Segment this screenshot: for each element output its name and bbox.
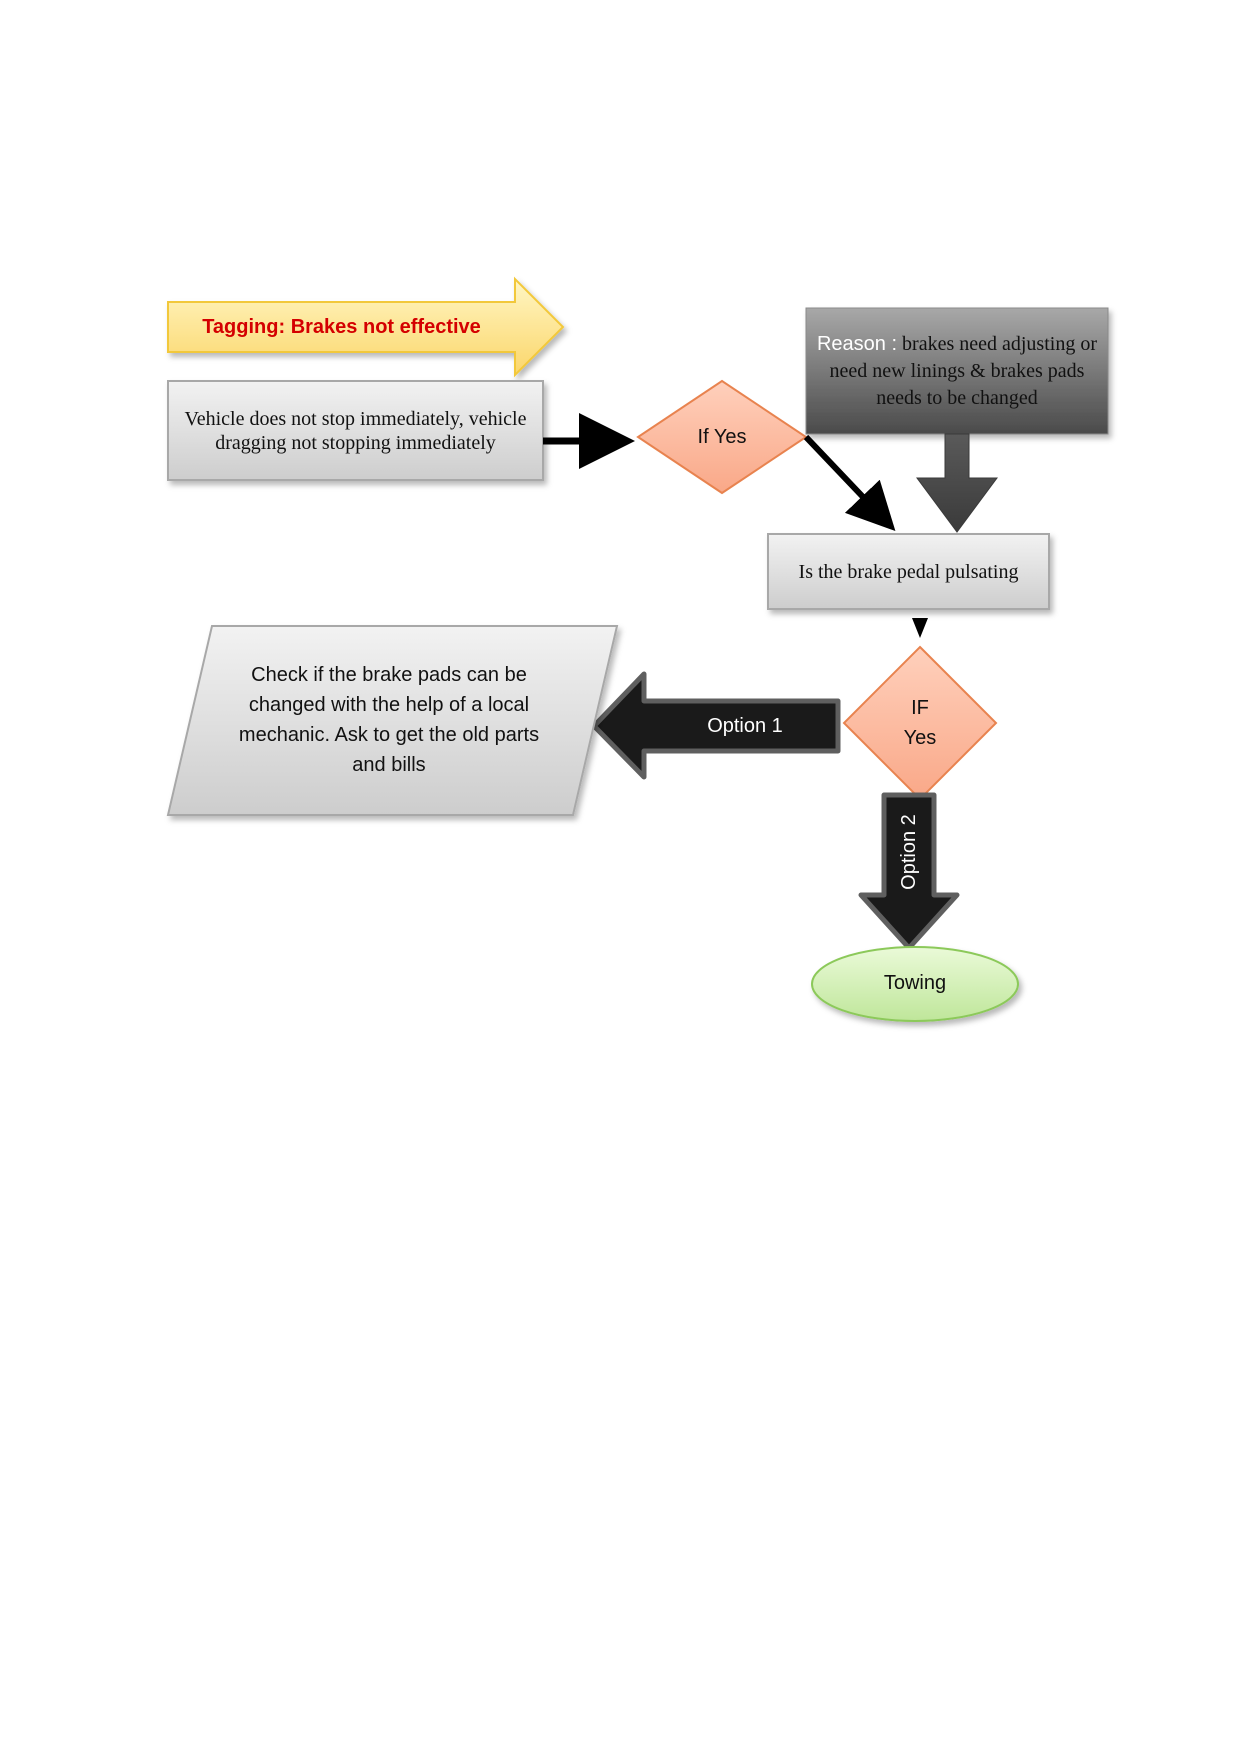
option-2-label: Option 2 [898,814,920,890]
option-1-arrow-shape [591,671,841,780]
decision-1-diamond [636,379,808,495]
reason-prefix: Reason : [816,332,898,355]
tag-arrow-shape [167,276,565,378]
towing-label: Towing [883,972,947,994]
symptom-box-shape [167,380,544,481]
action-box-shape [166,625,619,816]
connector-question-to-decision-2 [912,618,928,638]
decision-2-line-2: Yes [903,727,937,749]
reason-box-shape [805,307,1109,435]
action-label: Check if the brake pads can be changed w… [238,664,540,776]
reason-label: Reason : brakes need adjusting or need n… [814,312,1100,430]
option-2-arrow-shape [858,792,960,951]
reason-down-arrow [916,433,998,533]
decision-2-label: IF Yes [874,688,966,758]
question-label: Is the brake pedal pulsating [798,560,1019,583]
question-box-shape [767,533,1050,610]
towing-ellipse-shape [811,946,1019,1022]
connector-decision-to-question [803,434,896,532]
decision-2-line-1: IF [911,697,929,719]
decision-1-label: If Yes [697,426,747,448]
tag-label: Tagging: Brakes not effective [202,316,481,338]
reason-text: brakes need adjusting or need new lining… [829,332,1097,409]
option-1-label: Option 1 [707,715,783,737]
symptom-label: Vehicle does not stop immediately, vehic… [184,407,527,454]
